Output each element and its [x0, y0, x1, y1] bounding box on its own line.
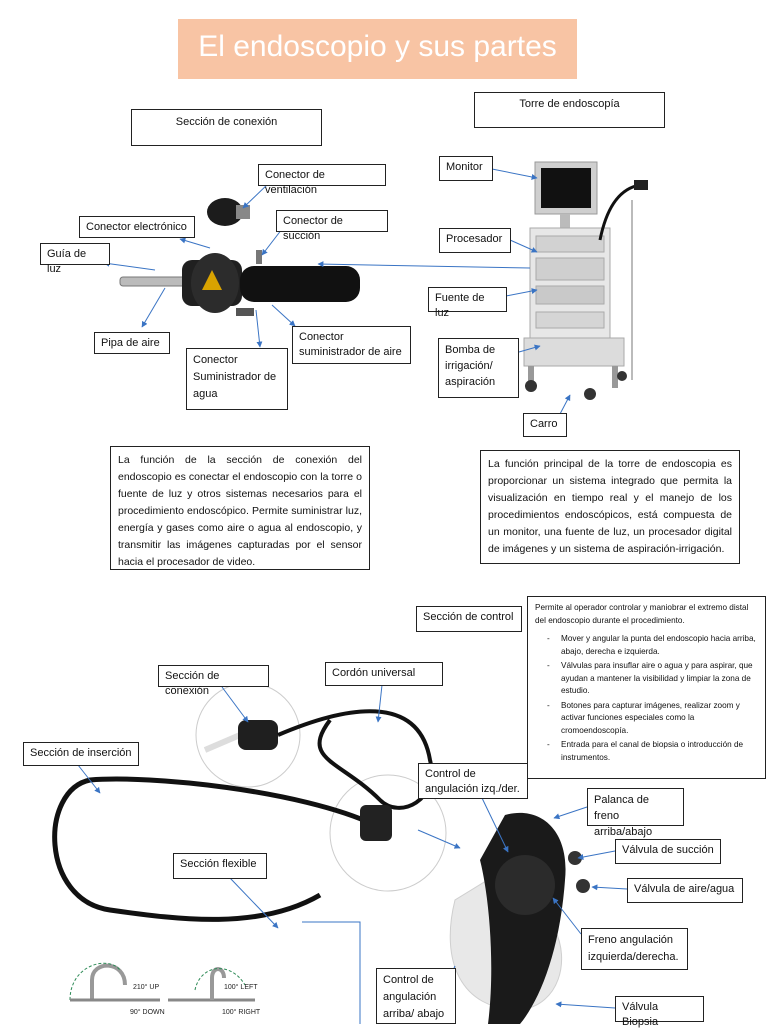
- label-pipa-aire: Pipa de aire: [94, 332, 170, 354]
- label-seccion-insercion: Sección de inserción: [23, 742, 139, 766]
- tip-label-up: 210° UP: [133, 983, 159, 991]
- label-conector-succion: Conector de succión: [276, 210, 388, 242]
- label-freno-angulacion: Freno angulación izquierda/derecha.: [581, 928, 688, 970]
- arrow-group-top: [103, 168, 571, 415]
- connector-section-illustration: [119, 198, 360, 316]
- list-item: Mover y angular la punta del endoscopio …: [547, 633, 758, 658]
- page-title: El endoscopio y sus partes: [178, 19, 577, 79]
- tip-label-left: 100° LEFT: [224, 983, 258, 991]
- label-seccion-flexible: Sección flexible: [173, 853, 267, 879]
- endoscopy-tower-illustration: [523, 161, 648, 400]
- label-procesador: Procesador: [439, 228, 511, 253]
- endoscope-illustration: [52, 682, 590, 1024]
- label-cordon-universal: Cordón universal: [325, 662, 443, 686]
- label-seccion-conexion-bottom: Sección de conexión: [158, 665, 269, 697]
- label-control-izq-der: Control de angulación izq./der.: [418, 763, 528, 799]
- control-section-description: Permite al operador controlar y maniobra…: [527, 596, 766, 779]
- label-monitor: Monitor: [439, 156, 493, 181]
- label-torre-endoscopia: Torre de endoscopía: [474, 92, 665, 128]
- list-item: Entrada para el canal de biopsia o intro…: [547, 739, 758, 764]
- label-valvula-biopsia: Válvula Biopsia: [615, 996, 704, 1028]
- label-palanca-freno: Palanca de freno arriba/abajo: [587, 788, 684, 838]
- label-conector-ventilacion: Conector de ventilación: [258, 164, 386, 196]
- label-fuente-luz: Fuente de luz: [428, 287, 507, 319]
- list-item: Válvulas para insuflar aire o agua y par…: [547, 660, 758, 698]
- label-seccion-conexion-top: Sección de conexión: [131, 109, 322, 146]
- label-conector-electronico: Conector electrónico: [79, 216, 195, 238]
- label-valvula-aire-agua: Válvula de aire/agua: [627, 878, 743, 903]
- label-seccion-control: Sección de control: [416, 606, 522, 632]
- label-conector-agua: Conector Suministrador de agua: [186, 348, 288, 410]
- label-control-arriba-abajo: Control de angulación arriba/ abajo: [376, 968, 456, 1024]
- tip-label-down: 90° DOWN: [130, 1008, 165, 1016]
- control-function-list: Mover y angular la punta del endoscopio …: [535, 633, 758, 764]
- paragraph-seccion-conexion: La función de la sección de conexión del…: [110, 446, 370, 570]
- label-carro: Carro: [523, 413, 567, 437]
- paragraph-torre: La función principal de la torre de endo…: [480, 450, 740, 564]
- list-item: Botones para capturar imágenes, realizar…: [547, 700, 758, 738]
- tip-angulation-diagram: [69, 962, 255, 1002]
- tip-label-right: 100° RIGHT: [222, 1008, 261, 1016]
- label-valvula-succion: Válvula de succión: [615, 839, 721, 864]
- label-bomba: Bomba de irrigación/ aspiración: [438, 338, 519, 398]
- label-guia-luz: Guía de luz: [40, 243, 110, 275]
- control-intro: Permite al operador controlar y maniobra…: [535, 603, 749, 625]
- label-conector-aire: Conector suministrador de aire: [292, 326, 411, 364]
